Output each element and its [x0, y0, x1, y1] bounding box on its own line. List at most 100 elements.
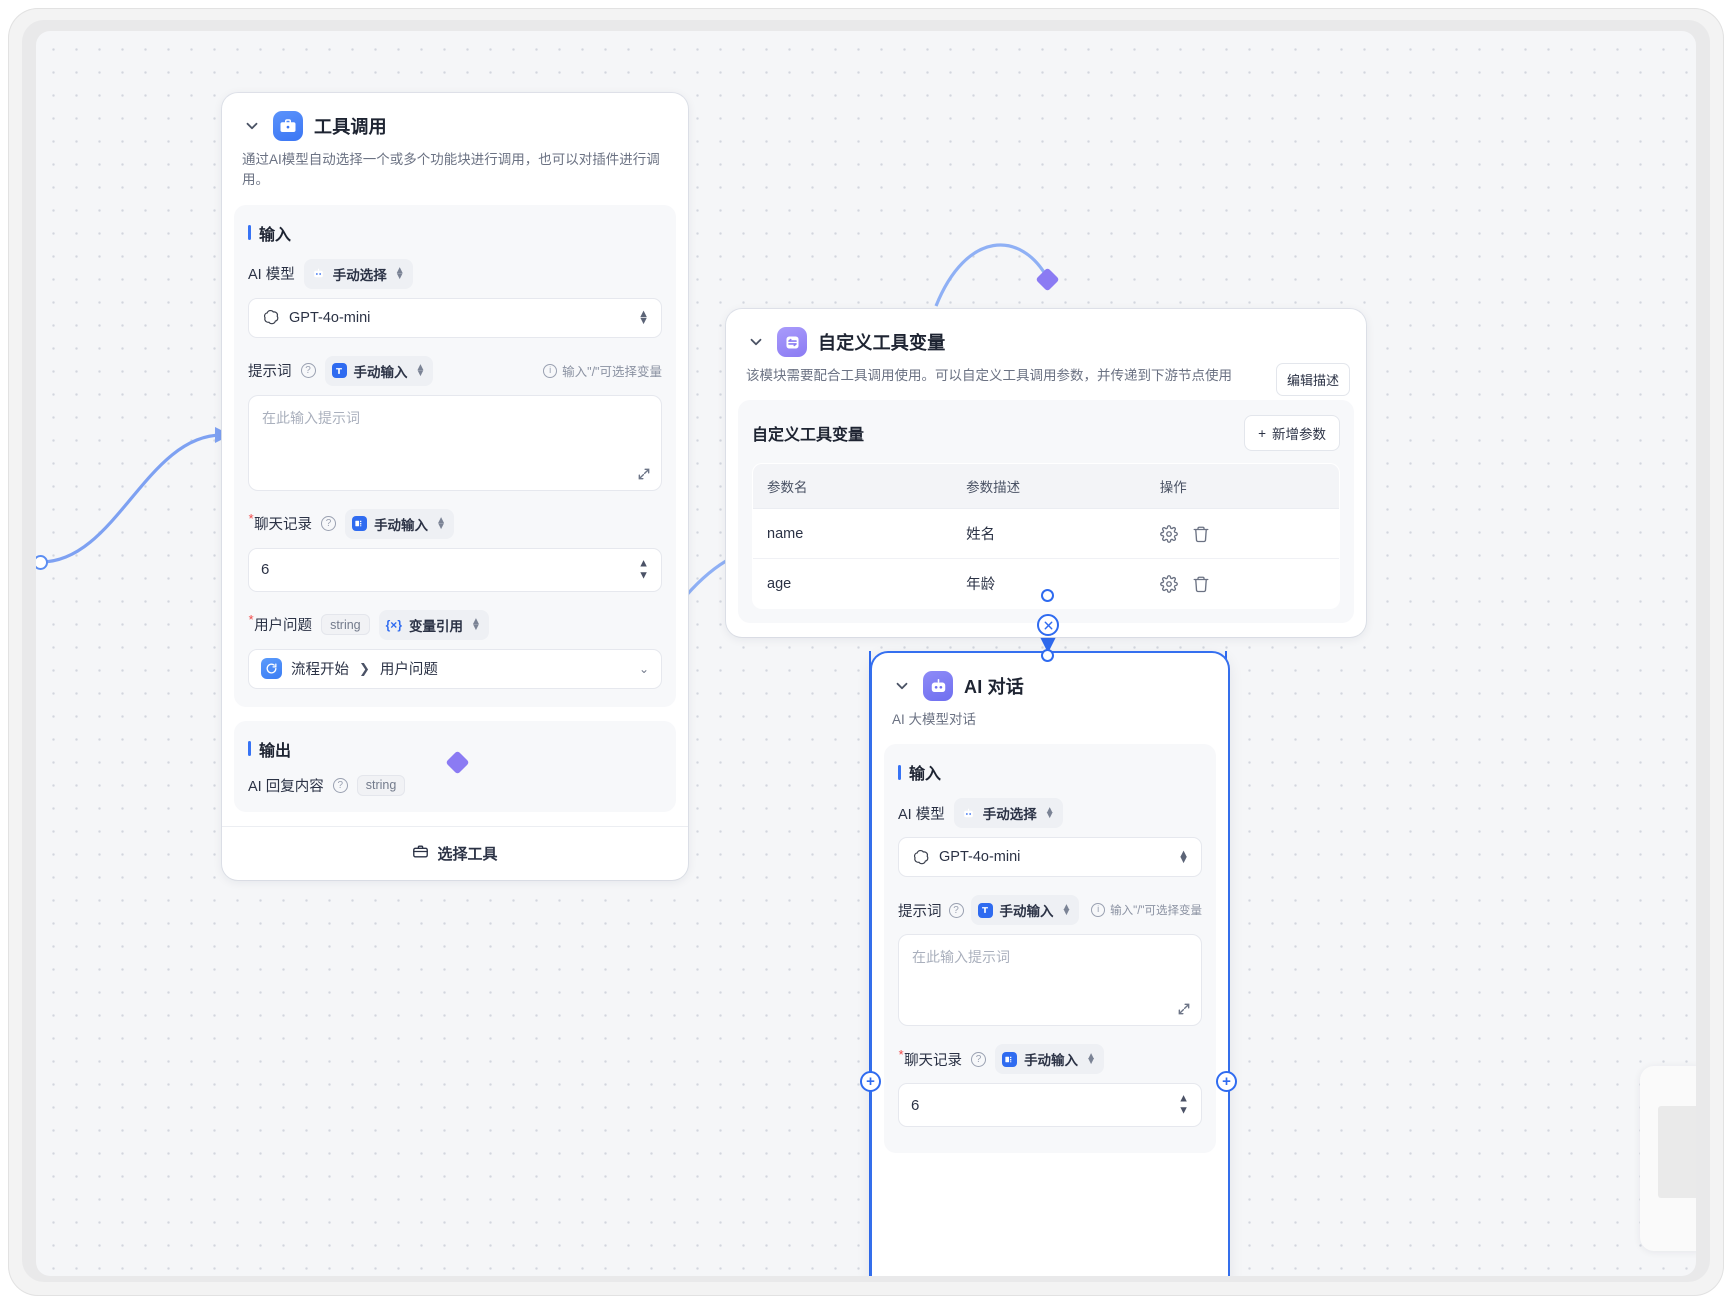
output-type-tag: string [356, 774, 406, 796]
select-tool-button[interactable]: 选择工具 [222, 825, 688, 880]
col-param-desc: 参数描述 [952, 464, 1146, 510]
chat-record-stepper[interactable]: 6 ▲▼ [898, 1083, 1202, 1128]
expand-icon[interactable] [1177, 1002, 1191, 1016]
param-actions-cell [1146, 559, 1339, 609]
variable-ref-node: 流程开始 [291, 662, 349, 678]
help-icon[interactable]: ? [321, 516, 337, 531]
ai-chat-input-handle[interactable] [1041, 649, 1054, 662]
prompt-textarea[interactable]: 在此输入提示词 [898, 934, 1202, 1027]
prompt-placeholder: 在此输入提示词 [912, 949, 1010, 966]
info-icon: i [543, 363, 558, 378]
chevron-down-icon[interactable]: ⌄ [638, 661, 649, 676]
table-row[interactable]: name 姓名 [753, 508, 1339, 560]
ai-model-mode-text: 手动选择 [332, 267, 387, 283]
chat-record-mode-select[interactable]: 手动输入 ▲▼ [345, 508, 454, 539]
chevron-updown-icon: ▲▼ [471, 616, 481, 633]
prompt-mode-text: 手动输入 [353, 364, 408, 380]
openai-icon [261, 308, 280, 327]
chat-record-mode-select[interactable]: 手动输入 ▲▼ [995, 1044, 1104, 1075]
help-icon[interactable]: ? [971, 1051, 987, 1067]
chat-record-stepper[interactable]: 6 ▲▼ [248, 547, 662, 592]
chevron-updown-icon: ▲▼ [436, 515, 446, 532]
robot-badge-icon [311, 266, 326, 281]
user-question-label: *用户问题 [248, 612, 313, 634]
stepper-arrows[interactable]: ▲▼ [638, 557, 649, 581]
ai-model-mode-text: 手动选择 [982, 807, 1037, 823]
gear-icon[interactable] [1159, 524, 1178, 543]
panel-placeholder-block [1658, 1106, 1696, 1198]
help-icon[interactable]: ? [332, 777, 348, 793]
flow-start-icon [261, 658, 282, 679]
collapse-chevron-icon[interactable] [746, 332, 766, 352]
prompt-row: 提示词 ? 手动输入 ▲▼ i 输入"/"可选择变量 [898, 895, 1202, 926]
ai-model-select[interactable]: GPT-4o-mini ▲▼ [898, 837, 1202, 878]
table-header-row: 参数名 参数描述 操作 [753, 464, 1339, 510]
ai-model-label: AI 模型 [248, 267, 295, 283]
ai-model-mode-select[interactable]: 手动选择 ▲▼ [953, 798, 1063, 829]
collapse-chevron-icon[interactable] [892, 676, 912, 696]
output-section-title: 输出 [248, 737, 662, 761]
chevron-updown-icon: ▲▼ [638, 308, 649, 327]
user-question-variable-picker[interactable]: 流程开始 ❯ 用户问题 ⌄ [248, 648, 662, 689]
section-accent-bar [248, 741, 251, 756]
trash-icon[interactable] [1192, 525, 1210, 543]
openai-icon [911, 848, 930, 867]
tool-var-output-handle[interactable] [1041, 589, 1054, 602]
prompt-textarea[interactable]: 在此输入提示词 [248, 394, 662, 491]
tool-call-input-section: 输入 AI 模型 手动选择 ▲▼ [234, 204, 676, 707]
prompt-mode-select[interactable]: 手动输入 ▲▼ [324, 355, 434, 386]
node-ai-chat[interactable]: AI 对话 AI 大模型对话 输入 AI 模型 手动选择 ▲▼ [872, 653, 1228, 1276]
prompt-label: 提示词 [898, 903, 942, 920]
edge-source-handle[interactable] [36, 555, 48, 570]
sliders-icon [777, 327, 807, 357]
right-floating-panel[interactable] [1640, 1066, 1696, 1251]
prompt-hint-text: 输入"/"可选择变量 [562, 365, 662, 379]
expand-icon[interactable] [637, 467, 651, 481]
output-label: AI 回复内容 [248, 778, 324, 795]
output-row: AI 回复内容 ? string [248, 774, 662, 796]
node-tool-call[interactable]: 工具调用 通过AI模型自动选择一个或多个功能块进行调用，也可以对插件进行调用。 … [222, 93, 688, 880]
prompt-label: 提示词 [248, 364, 292, 380]
node-ai-chat-title: AI 对话 [964, 677, 1025, 697]
workflow-canvas[interactable]: 工具调用 通过AI模型自动选择一个或多个功能块进行调用，也可以对插件进行调用。 … [36, 31, 1696, 1276]
ai-model-select[interactable]: GPT-4o-mini ▲▼ [248, 297, 662, 338]
edit-description-button[interactable]: 编辑描述 [1275, 363, 1350, 396]
ai-model-mode-select[interactable]: 手动选择 ▲▼ [303, 258, 413, 289]
variable-braces-icon: {×} [385, 617, 402, 632]
prompt-hint: i 输入"/"可选择变量 [543, 361, 662, 380]
add-parameter-button[interactable]: + 新增参数 [1244, 415, 1340, 452]
ai-model-row: AI 模型 手动选择 ▲▼ [898, 798, 1202, 829]
robot-icon [923, 671, 953, 701]
tool-var-panel: 自定义工具变量 + 新增参数 参数名 参数描述 操作 name [738, 400, 1354, 624]
param-desc-cell: 姓名 [952, 508, 1146, 560]
prompt-hint: i 输入"/"可选择变量 [1091, 902, 1202, 918]
user-question-mode-select[interactable]: {×} 变量引用 ▲▼ [378, 609, 489, 640]
add-node-right-handle[interactable]: + [1216, 1071, 1237, 1092]
panel-header: 自定义工具变量 + 新增参数 [752, 415, 1340, 452]
collapse-chevron-icon[interactable] [242, 116, 262, 136]
trash-icon[interactable] [1192, 575, 1210, 593]
chevron-updown-icon: ▲▼ [1061, 901, 1072, 919]
delete-edge-button[interactable] [1037, 614, 1059, 636]
ai-model-row: AI 模型 手动选择 ▲▼ [248, 258, 662, 289]
node-tool-var-header: 自定义工具变量 该模块需要配合工具调用使用。可以自定义工具调用参数，并传递到下游… [726, 309, 1366, 396]
table-row[interactable]: age 年龄 [753, 559, 1339, 609]
prompt-mode-select[interactable]: 手动输入 ▲▼ [970, 895, 1080, 926]
add-node-left-handle[interactable]: + [860, 1071, 881, 1092]
node-tool-call-title: 工具调用 [314, 117, 387, 137]
help-icon[interactable]: ? [300, 363, 316, 378]
text-badge-icon [977, 902, 993, 918]
help-icon[interactable]: ? [948, 902, 964, 918]
node-tool-var-description: 该模块需要配合工具调用使用。可以自定义工具调用参数，并传递到下游节点使用 [746, 368, 1232, 383]
toolbox-outline-icon [412, 843, 429, 864]
chevron-updown-icon: ▲▼ [1178, 848, 1189, 867]
gear-icon[interactable] [1159, 574, 1178, 593]
param-name-cell: name [753, 508, 953, 560]
param-desc-cell: 年龄 [966, 577, 996, 594]
node-ai-chat-description: AI 大模型对话 [892, 712, 977, 727]
chat-record-value: 6 [261, 561, 270, 578]
node-custom-tool-variable[interactable]: 自定义工具变量 该模块需要配合工具调用使用。可以自定义工具调用参数，并传递到下游… [726, 309, 1366, 638]
stepper-arrows[interactable]: ▲▼ [1178, 1092, 1189, 1117]
prompt-mode-text: 手动输入 [999, 904, 1054, 920]
user-question-type-tag: string [321, 614, 370, 635]
